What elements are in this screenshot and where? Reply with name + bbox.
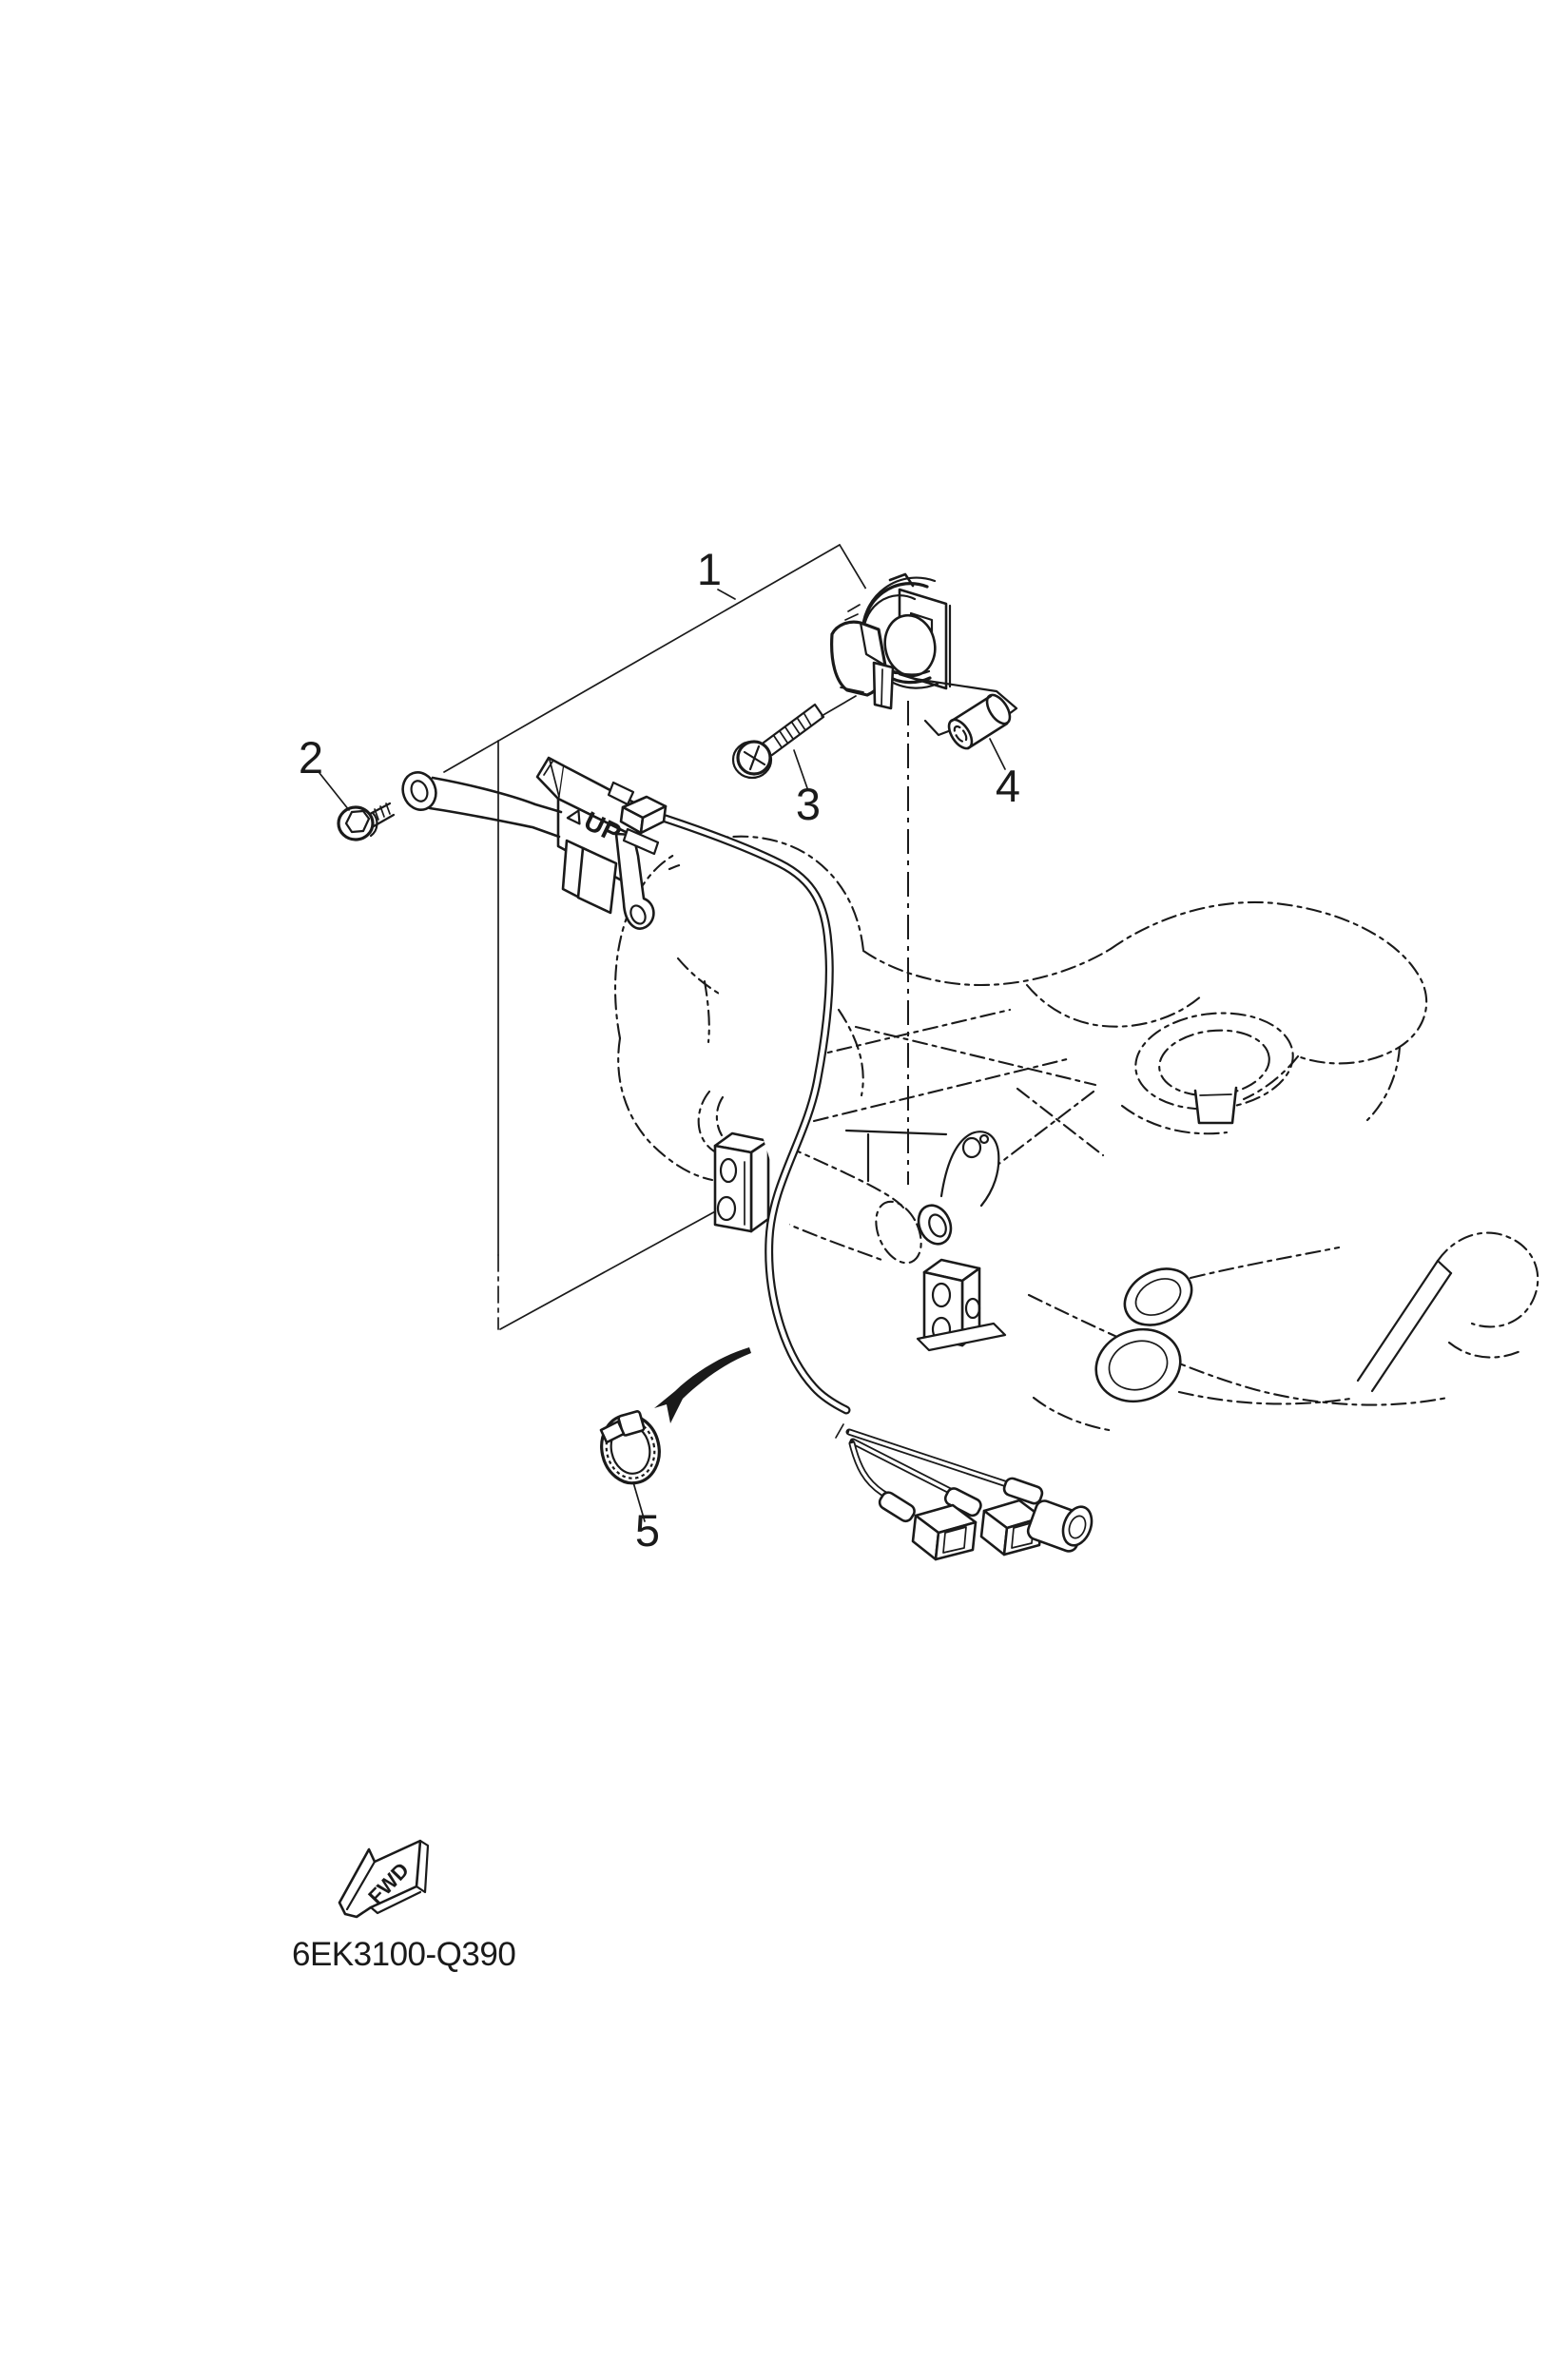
ring-key-tab bbox=[1193, 1086, 1238, 1125]
clamp-tab bbox=[599, 1420, 626, 1444]
callout-5: 5 bbox=[635, 1505, 660, 1556]
phillips-cross-icon bbox=[743, 744, 766, 771]
callout-1-group: 1 bbox=[697, 544, 736, 600]
part3-screw: 3 bbox=[731, 703, 825, 829]
bracket-connector bbox=[607, 781, 668, 856]
install-arrow-icon bbox=[654, 1347, 751, 1423]
exploded-plane-outline bbox=[443, 544, 884, 1330]
callout-5-leader bbox=[632, 1481, 646, 1522]
engine-mount-boss-right bbox=[916, 1258, 1007, 1352]
fwd-arrow-icon: FWD bbox=[338, 1839, 430, 1919]
tilt-rod bbox=[1356, 1259, 1440, 1383]
callout-2-leader bbox=[319, 772, 350, 811]
callout-3-leader bbox=[793, 749, 808, 789]
callout-2: 2 bbox=[299, 732, 323, 783]
part5-clamp: 5 bbox=[599, 1410, 661, 1556]
callout-4: 4 bbox=[996, 761, 1020, 811]
harness-branch-leads bbox=[835, 1423, 1014, 1502]
engine-solid-details bbox=[713, 1086, 1453, 1403]
bracket-arm bbox=[401, 771, 563, 839]
part1-switch-assembly bbox=[821, 572, 952, 717]
square-connector-1 bbox=[911, 1503, 978, 1561]
connector-sleeve bbox=[878, 1491, 916, 1523]
wire-harness bbox=[661, 814, 1094, 1561]
callout-1-leader bbox=[717, 589, 736, 600]
part4-damper: 4 bbox=[913, 677, 1020, 811]
callout-1: 1 bbox=[697, 544, 722, 594]
part1-switch-bracket: UP bbox=[401, 756, 668, 930]
part2-bolt: 2 bbox=[299, 732, 396, 841]
bolt-flange bbox=[337, 805, 375, 841]
engine-upper-lug bbox=[939, 1131, 1000, 1208]
drawing-code: 6EK3100-Q390 bbox=[292, 1936, 515, 1973]
bracket-flange bbox=[614, 832, 655, 930]
callout-3: 3 bbox=[796, 779, 821, 829]
up-triangle-icon bbox=[566, 809, 581, 825]
round-connector bbox=[1026, 1499, 1094, 1553]
engine-mount-boss-left bbox=[713, 1131, 770, 1233]
connector-sleeve bbox=[1002, 1477, 1044, 1505]
callout-4-leader bbox=[989, 738, 1006, 770]
